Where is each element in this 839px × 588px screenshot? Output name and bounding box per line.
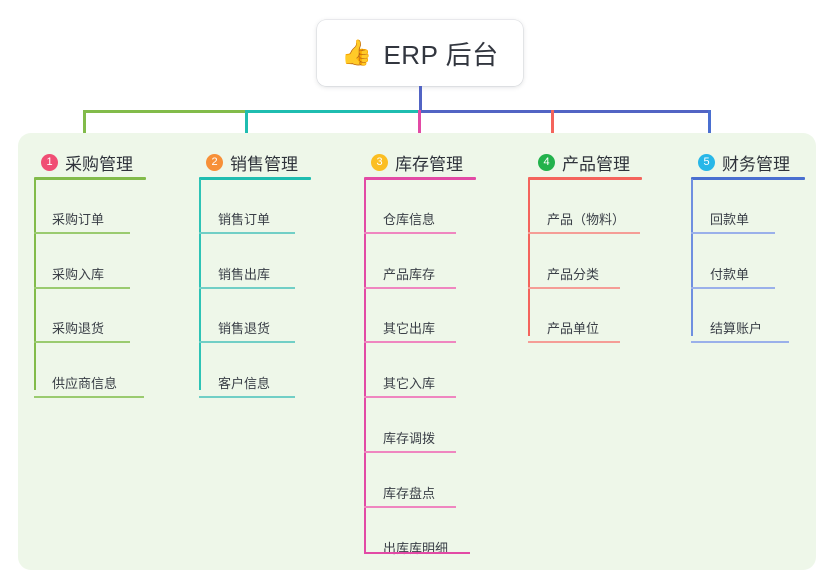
branch-number-badge-5: 5 — [698, 154, 715, 171]
branch-spine-2 — [199, 179, 201, 390]
leaf-rule — [199, 287, 295, 289]
thumbs-up-icon: 👍 — [341, 38, 373, 67]
leaf-label: 结算账户 — [710, 321, 763, 336]
leaf-rule — [34, 287, 130, 289]
root-node-card[interactable]: 👍 ERP 后台 — [317, 20, 523, 86]
leaf-rule — [528, 287, 620, 289]
branch-spine-4 — [528, 179, 530, 336]
leaf-rule — [34, 341, 130, 343]
leaf-label: 产品单位 — [547, 321, 600, 336]
leaf-label: 客户信息 — [218, 376, 271, 391]
leaf-rule — [364, 341, 456, 343]
leaf-label: 库存盘点 — [383, 486, 436, 501]
connector-bus-segment-2 — [246, 110, 421, 113]
leaf-label: 产品分类 — [547, 267, 600, 282]
branch-header-2[interactable]: 2 销售管理 — [206, 150, 298, 175]
leaf-rule — [691, 287, 775, 289]
branch-spine-3 — [364, 179, 366, 554]
leaf-rule — [528, 341, 620, 343]
mindmap-panel — [18, 133, 816, 570]
leaf-label: 采购订单 — [52, 212, 105, 227]
leaf-rule — [199, 232, 295, 234]
leaf-label: 其它入库 — [383, 376, 436, 391]
leaf-label: 出库库明细 — [383, 541, 449, 556]
branch-title-4: 产品管理 — [562, 155, 630, 174]
branch-rule-1 — [34, 177, 146, 180]
leaf-label: 库存调拨 — [383, 431, 436, 446]
leaf-rule — [199, 396, 295, 398]
leaf-label: 供应商信息 — [52, 376, 118, 391]
connector-bus-segment-1 — [83, 110, 247, 113]
branch-title-2: 销售管理 — [230, 155, 298, 174]
leaf-label: 销售出库 — [218, 267, 271, 282]
branch-rule-5 — [691, 177, 805, 180]
branch-rule-4 — [528, 177, 642, 180]
leaf-label: 付款单 — [710, 267, 750, 282]
leaf-rule — [364, 396, 456, 398]
leaf-label: 采购入库 — [52, 267, 105, 282]
leaf-rule — [364, 232, 456, 234]
branch-spine-5 — [691, 179, 693, 336]
leaf-label: 其它出库 — [383, 321, 436, 336]
connector-root-stem — [419, 86, 422, 111]
connector-drop-3 — [418, 110, 421, 143]
leaf-rule — [364, 552, 470, 554]
leaf-label: 采购退货 — [52, 321, 105, 336]
branch-title-3: 库存管理 — [395, 155, 463, 174]
leaf-label: 产品库存 — [383, 267, 436, 282]
leaf-rule — [34, 396, 144, 398]
branch-title-1: 采购管理 — [65, 155, 133, 174]
branch-title-5: 财务管理 — [722, 155, 790, 174]
branch-header-5[interactable]: 5 财务管理 — [698, 150, 790, 175]
leaf-label: 仓库信息 — [383, 212, 436, 227]
connector-drop-5 — [708, 110, 711, 143]
leaf-rule — [34, 232, 130, 234]
leaf-label: 销售订单 — [218, 212, 271, 227]
leaf-rule — [364, 506, 456, 508]
leaf-rule — [364, 451, 456, 453]
leaf-label: 回款单 — [710, 212, 750, 227]
connector-bus-segment-3 — [420, 110, 710, 113]
branch-rule-2 — [199, 177, 311, 180]
branch-header-4[interactable]: 4 产品管理 — [538, 150, 630, 175]
connector-drop-2 — [245, 110, 248, 143]
leaf-rule — [528, 232, 640, 234]
leaf-label: 销售退货 — [218, 321, 271, 336]
branch-rule-3 — [364, 177, 476, 180]
branch-spine-1 — [34, 179, 36, 390]
branch-header-3[interactable]: 3 库存管理 — [371, 150, 463, 175]
root-node-label: ERP 后台 — [383, 39, 499, 70]
branch-number-badge-1: 1 — [41, 154, 58, 171]
branch-number-badge-3: 3 — [371, 154, 388, 171]
leaf-rule — [364, 287, 456, 289]
connector-drop-1 — [83, 110, 86, 143]
branch-header-1[interactable]: 1 采购管理 — [41, 150, 133, 175]
leaf-rule — [199, 341, 295, 343]
leaf-label: 产品（物料） — [547, 212, 626, 227]
branch-number-badge-4: 4 — [538, 154, 555, 171]
leaf-rule — [691, 232, 775, 234]
branch-number-badge-2: 2 — [206, 154, 223, 171]
connector-drop-4 — [551, 110, 554, 143]
leaf-rule — [691, 341, 789, 343]
